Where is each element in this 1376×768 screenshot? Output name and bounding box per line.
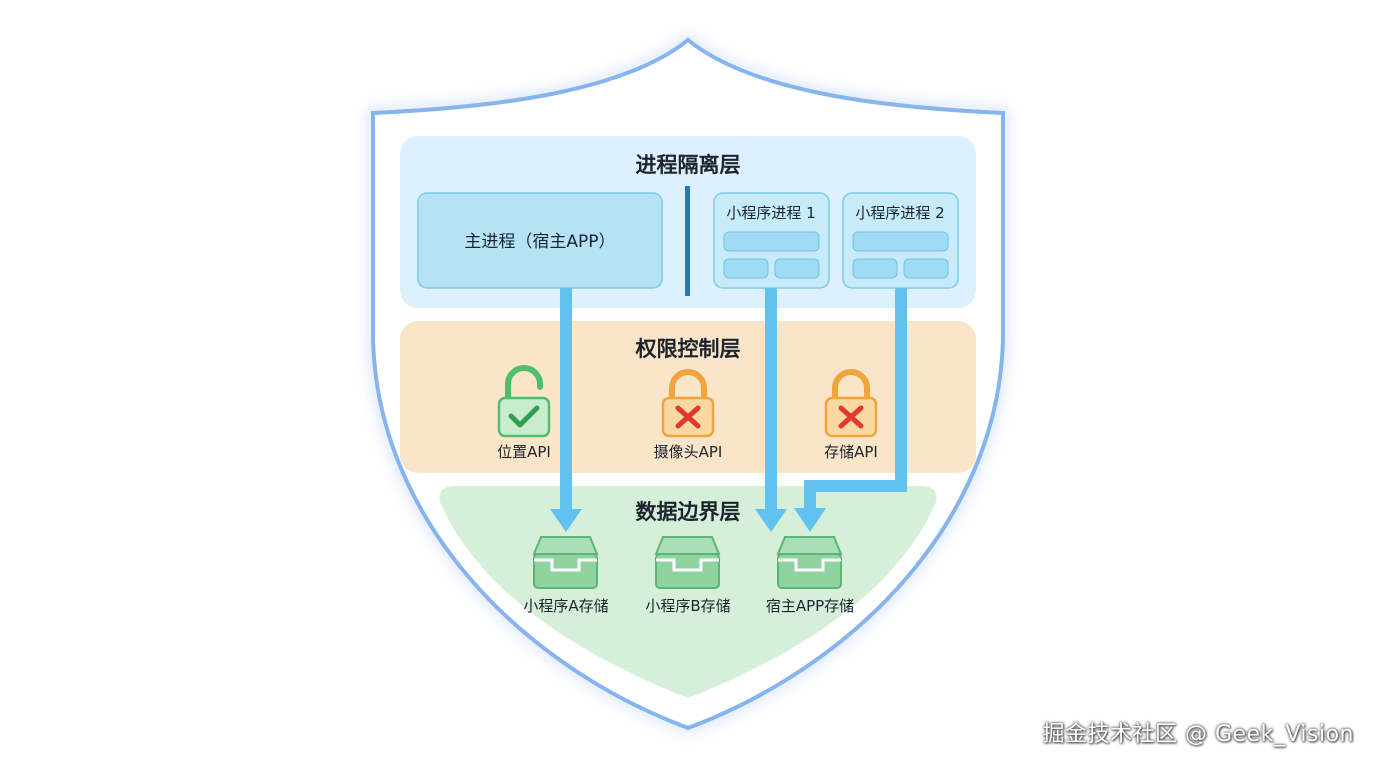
- mini-process-2-label: 小程序进程 2: [855, 204, 944, 222]
- mini-process-2-block-left: [852, 258, 898, 279]
- process-isolation-layer: 进程隔离层 主进程（宿主APP） 小程序进程 1 小程序进程 2: [400, 136, 976, 308]
- cross-icon: [675, 405, 701, 429]
- mini-process-2-bar: [852, 231, 949, 252]
- data-boundary-layer: 数据边界层 小程序A存储 小程序B存储 宿主APP存储: [439, 486, 937, 698]
- host-storage-label: 宿主APP存储: [766, 597, 854, 615]
- location-api-label: 位置API: [497, 443, 551, 461]
- mini-process-1-bar: [723, 231, 820, 252]
- mini-process-1-block-right: [774, 258, 820, 279]
- cross-icon: [838, 405, 864, 429]
- mini-process-2-block-right: [903, 258, 949, 279]
- mini-process-1-block-left: [723, 258, 769, 279]
- watermark: 掘金技术社区 @ Geek_Vision: [1042, 722, 1354, 747]
- check-icon: [508, 405, 540, 428]
- storage-a-label: 小程序A存储: [523, 597, 608, 615]
- mini-process-1-label: 小程序进程 1: [726, 204, 815, 222]
- main-process-label: 主进程（宿主APP）: [464, 232, 615, 252]
- storage-b-icon: [654, 536, 721, 589]
- locked-lock-icon: [824, 369, 878, 438]
- process-divider: [685, 186, 690, 296]
- arrow-mini2-to-host-storage: [794, 288, 907, 532]
- camera-api-label: 摄像头API: [654, 443, 723, 461]
- arrow-mini1-to-storage-b: [755, 288, 787, 532]
- storage-api-label: 存储API: [824, 443, 878, 461]
- unlocked-lock-icon: [497, 365, 551, 438]
- arrow-main-to-storage-a: [550, 288, 582, 532]
- locked-lock-icon: [661, 369, 715, 438]
- storage-b-label: 小程序B存储: [645, 597, 730, 615]
- permission-control-layer: 权限控制层 位置API 摄像头API 存储API: [400, 321, 976, 473]
- data-layer-title: 数据边界层: [636, 500, 741, 524]
- main-process-box: [417, 192, 663, 289]
- host-storage-icon: [776, 536, 843, 589]
- storage-a-icon: [532, 536, 599, 589]
- process-layer-title: 进程隔离层: [636, 153, 741, 177]
- access-arrows: [550, 288, 907, 532]
- permission-layer-title: 权限控制层: [635, 337, 741, 361]
